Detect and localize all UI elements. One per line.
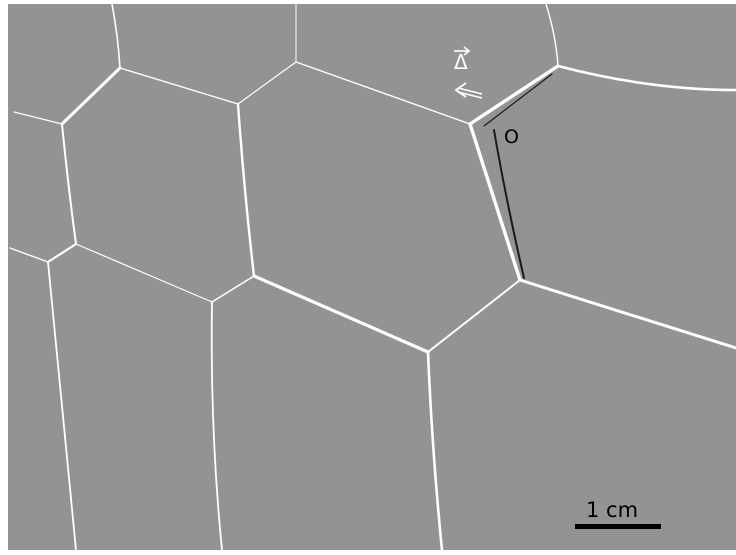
over-arrow-icon — [454, 46, 471, 56]
edge-3 — [119, 67, 239, 105]
edge-20 — [518, 278, 736, 350]
scale-bar — [575, 524, 661, 529]
edge-7 — [9, 247, 49, 263]
edge-17 — [468, 122, 522, 282]
edge-4 — [13, 111, 63, 125]
edge-22 — [545, 3, 559, 67]
edge-15 — [210, 301, 223, 551]
delta-label: Δ — [454, 50, 468, 74]
annotation-overlays — [454, 46, 483, 99]
edge-21 — [468, 64, 560, 126]
edge-5 — [61, 123, 77, 245]
edge-2 — [60, 66, 122, 126]
edge-14 — [211, 275, 255, 303]
edge-16 — [252, 274, 430, 354]
scale-bar-label: 1 cm — [586, 498, 639, 522]
edge-8 — [47, 261, 77, 551]
edge-dark-1 — [493, 129, 525, 279]
edge-dark-2 — [483, 73, 553, 127]
edge-1 — [111, 3, 121, 69]
edge-13 — [236, 102, 256, 278]
vertex-label: O — [504, 126, 519, 148]
image-field — [8, 4, 736, 550]
edge-19 — [426, 350, 444, 552]
edge-23 — [556, 64, 736, 92]
edge-12 — [295, 61, 471, 125]
cell-edges — [9, 3, 736, 552]
edge-9 — [75, 243, 213, 303]
edge-6 — [46, 242, 78, 264]
edge-18 — [427, 279, 521, 353]
leftward-double-arrow-icon — [454, 82, 483, 99]
edge-10 — [237, 61, 297, 105]
